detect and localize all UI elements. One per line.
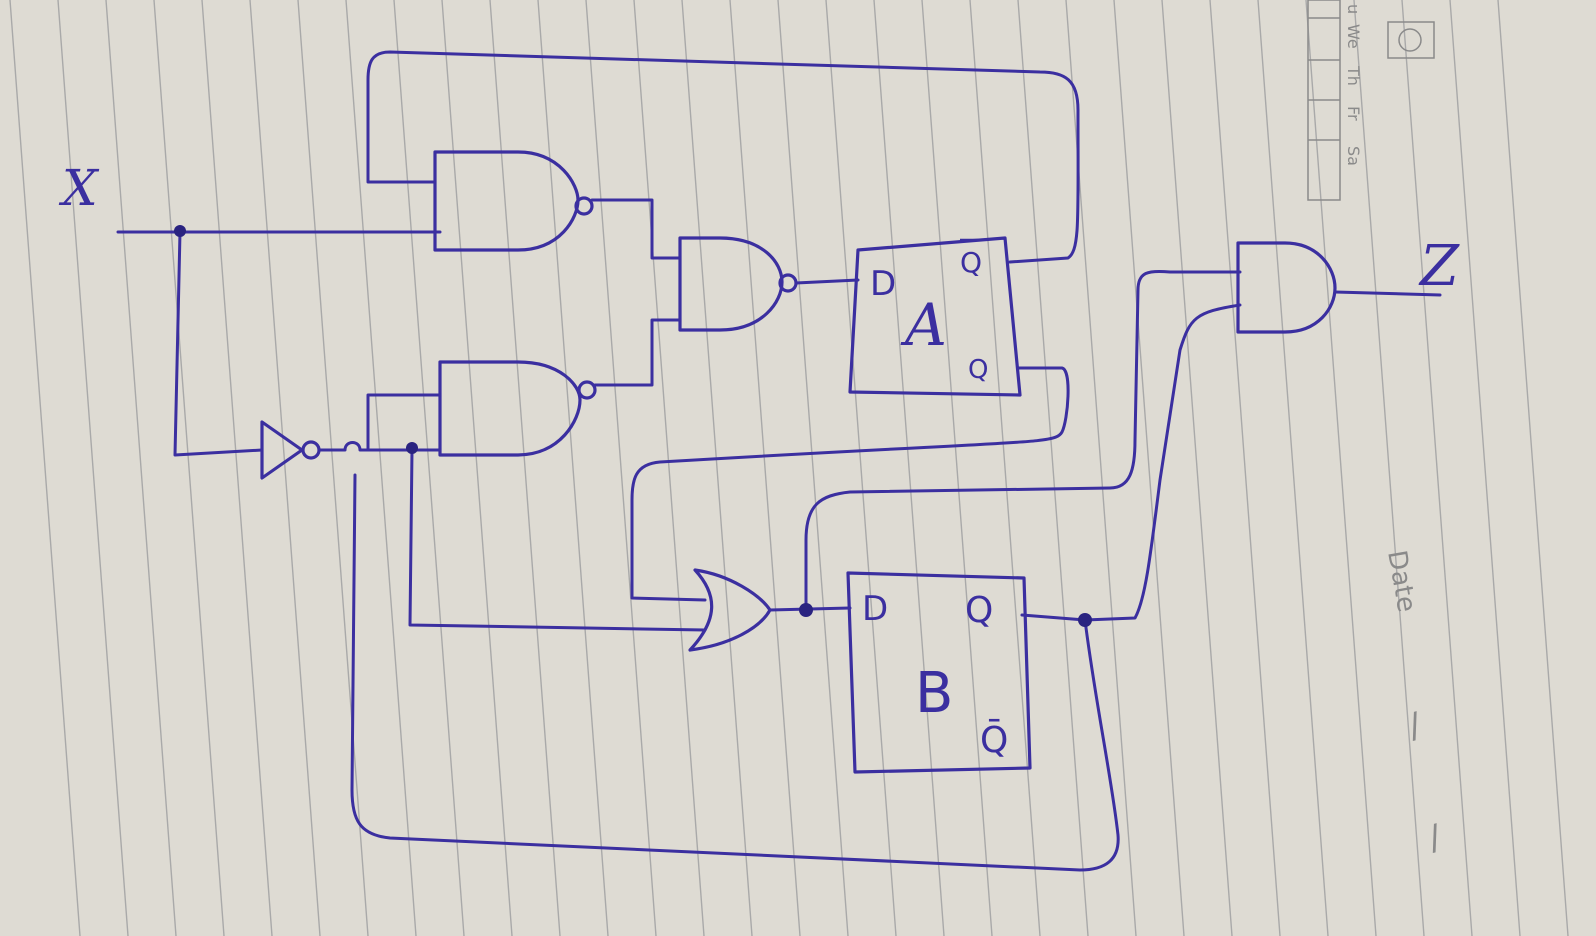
ruled-line [1497, 0, 1569, 936]
weekday-strip: u We Th Fr Sa [1307, 0, 1363, 201]
date-box [1387, 21, 1435, 59]
ruled-line [105, 0, 177, 936]
ruled-line [345, 0, 417, 936]
wire-b-d-to-and [804, 269, 1242, 610]
ruled-line [873, 0, 945, 936]
wire-not-output [318, 441, 442, 452]
junction-xnot [406, 442, 418, 454]
weekday-u: u [1344, 4, 1363, 14]
wire-z-output [1333, 290, 1442, 297]
nand-gate-1-bubble [574, 196, 594, 216]
wire-not-to-nand3 [366, 393, 442, 452]
ruled-line [153, 0, 225, 936]
date-separator-1: / [1404, 705, 1426, 747]
wire-nand1-to-nand2 [590, 198, 682, 260]
weekday-fr: Fr [1344, 106, 1363, 121]
wire-a-q2-to-or [630, 366, 1070, 602]
ruled-line [1065, 0, 1137, 936]
weekday-th: Th [1344, 65, 1363, 86]
flipflop-b-q-label: Q [965, 590, 993, 631]
nand-gate-2 [678, 236, 784, 332]
or-gate [688, 568, 772, 652]
ruled-line [201, 0, 273, 936]
ruled-line [825, 0, 897, 936]
nand-gate-3 [438, 360, 582, 457]
ruled-line [1353, 0, 1425, 936]
ruled-line [1305, 0, 1377, 936]
ruled-line [1161, 0, 1233, 936]
ruled-line [1401, 0, 1473, 936]
weekday-we: We [1344, 24, 1363, 49]
flipflop-a [848, 236, 1022, 397]
input-label-x: X [58, 159, 100, 217]
ruled-line [681, 0, 753, 936]
flipflop-b-qbar-label: Q̄ [980, 718, 1008, 761]
date-separator-2: / [1424, 817, 1446, 859]
flipflop-a-q-bottom: Q [968, 355, 988, 385]
ruled-line [441, 0, 513, 936]
and-gate [1236, 241, 1337, 334]
ruled-line [633, 0, 705, 936]
junction-or-out [799, 603, 813, 617]
moon-icon [1398, 28, 1422, 52]
ruled-line [921, 0, 993, 936]
wire-a-q-feedback [366, 50, 1080, 264]
not-gate-bubble [301, 440, 321, 460]
ruled-line [537, 0, 609, 936]
junction-x [174, 225, 186, 237]
ruled-line [1017, 0, 1089, 936]
flipflop-a-d-label: D [870, 264, 896, 304]
ruled-line [1209, 0, 1281, 936]
wire-nand3-to-nand2 [593, 318, 682, 387]
wire-b-q-feedback [350, 473, 1120, 872]
ruled-line [969, 0, 1041, 936]
wire-b-q-to-and [1020, 303, 1242, 622]
ruled-line [297, 0, 369, 936]
flipflop-a-name: A [900, 291, 947, 359]
flipflop-b [846, 571, 1032, 774]
output-label-z: Z [1418, 234, 1460, 299]
ruled-line [9, 0, 81, 936]
ruled-line [249, 0, 321, 936]
ruled-lines [9, 0, 1569, 936]
weekday-sa: Sa [1344, 146, 1363, 166]
ruled-line [729, 0, 801, 936]
ruled-line [57, 0, 129, 936]
ruled-line [489, 0, 561, 936]
nand-gate-3-bubble [577, 380, 597, 400]
ruled-line [585, 0, 657, 936]
ruled-line [1257, 0, 1329, 936]
date-label: Date [1381, 548, 1421, 614]
ruled-line [1449, 0, 1521, 936]
ruled-line [393, 0, 465, 936]
flipflop-a-q-top: Q [960, 246, 982, 279]
flipflop-b-name: B [915, 661, 953, 726]
ruled-line [1113, 0, 1185, 936]
wire-xnot-to-or [408, 448, 707, 632]
wire-nand2-to-a-d [794, 278, 860, 285]
flipflop-b-d-label: D [862, 589, 888, 629]
junction-b-q [1078, 613, 1092, 627]
ruled-line [777, 0, 849, 936]
wire-x-to-not [173, 230, 264, 457]
